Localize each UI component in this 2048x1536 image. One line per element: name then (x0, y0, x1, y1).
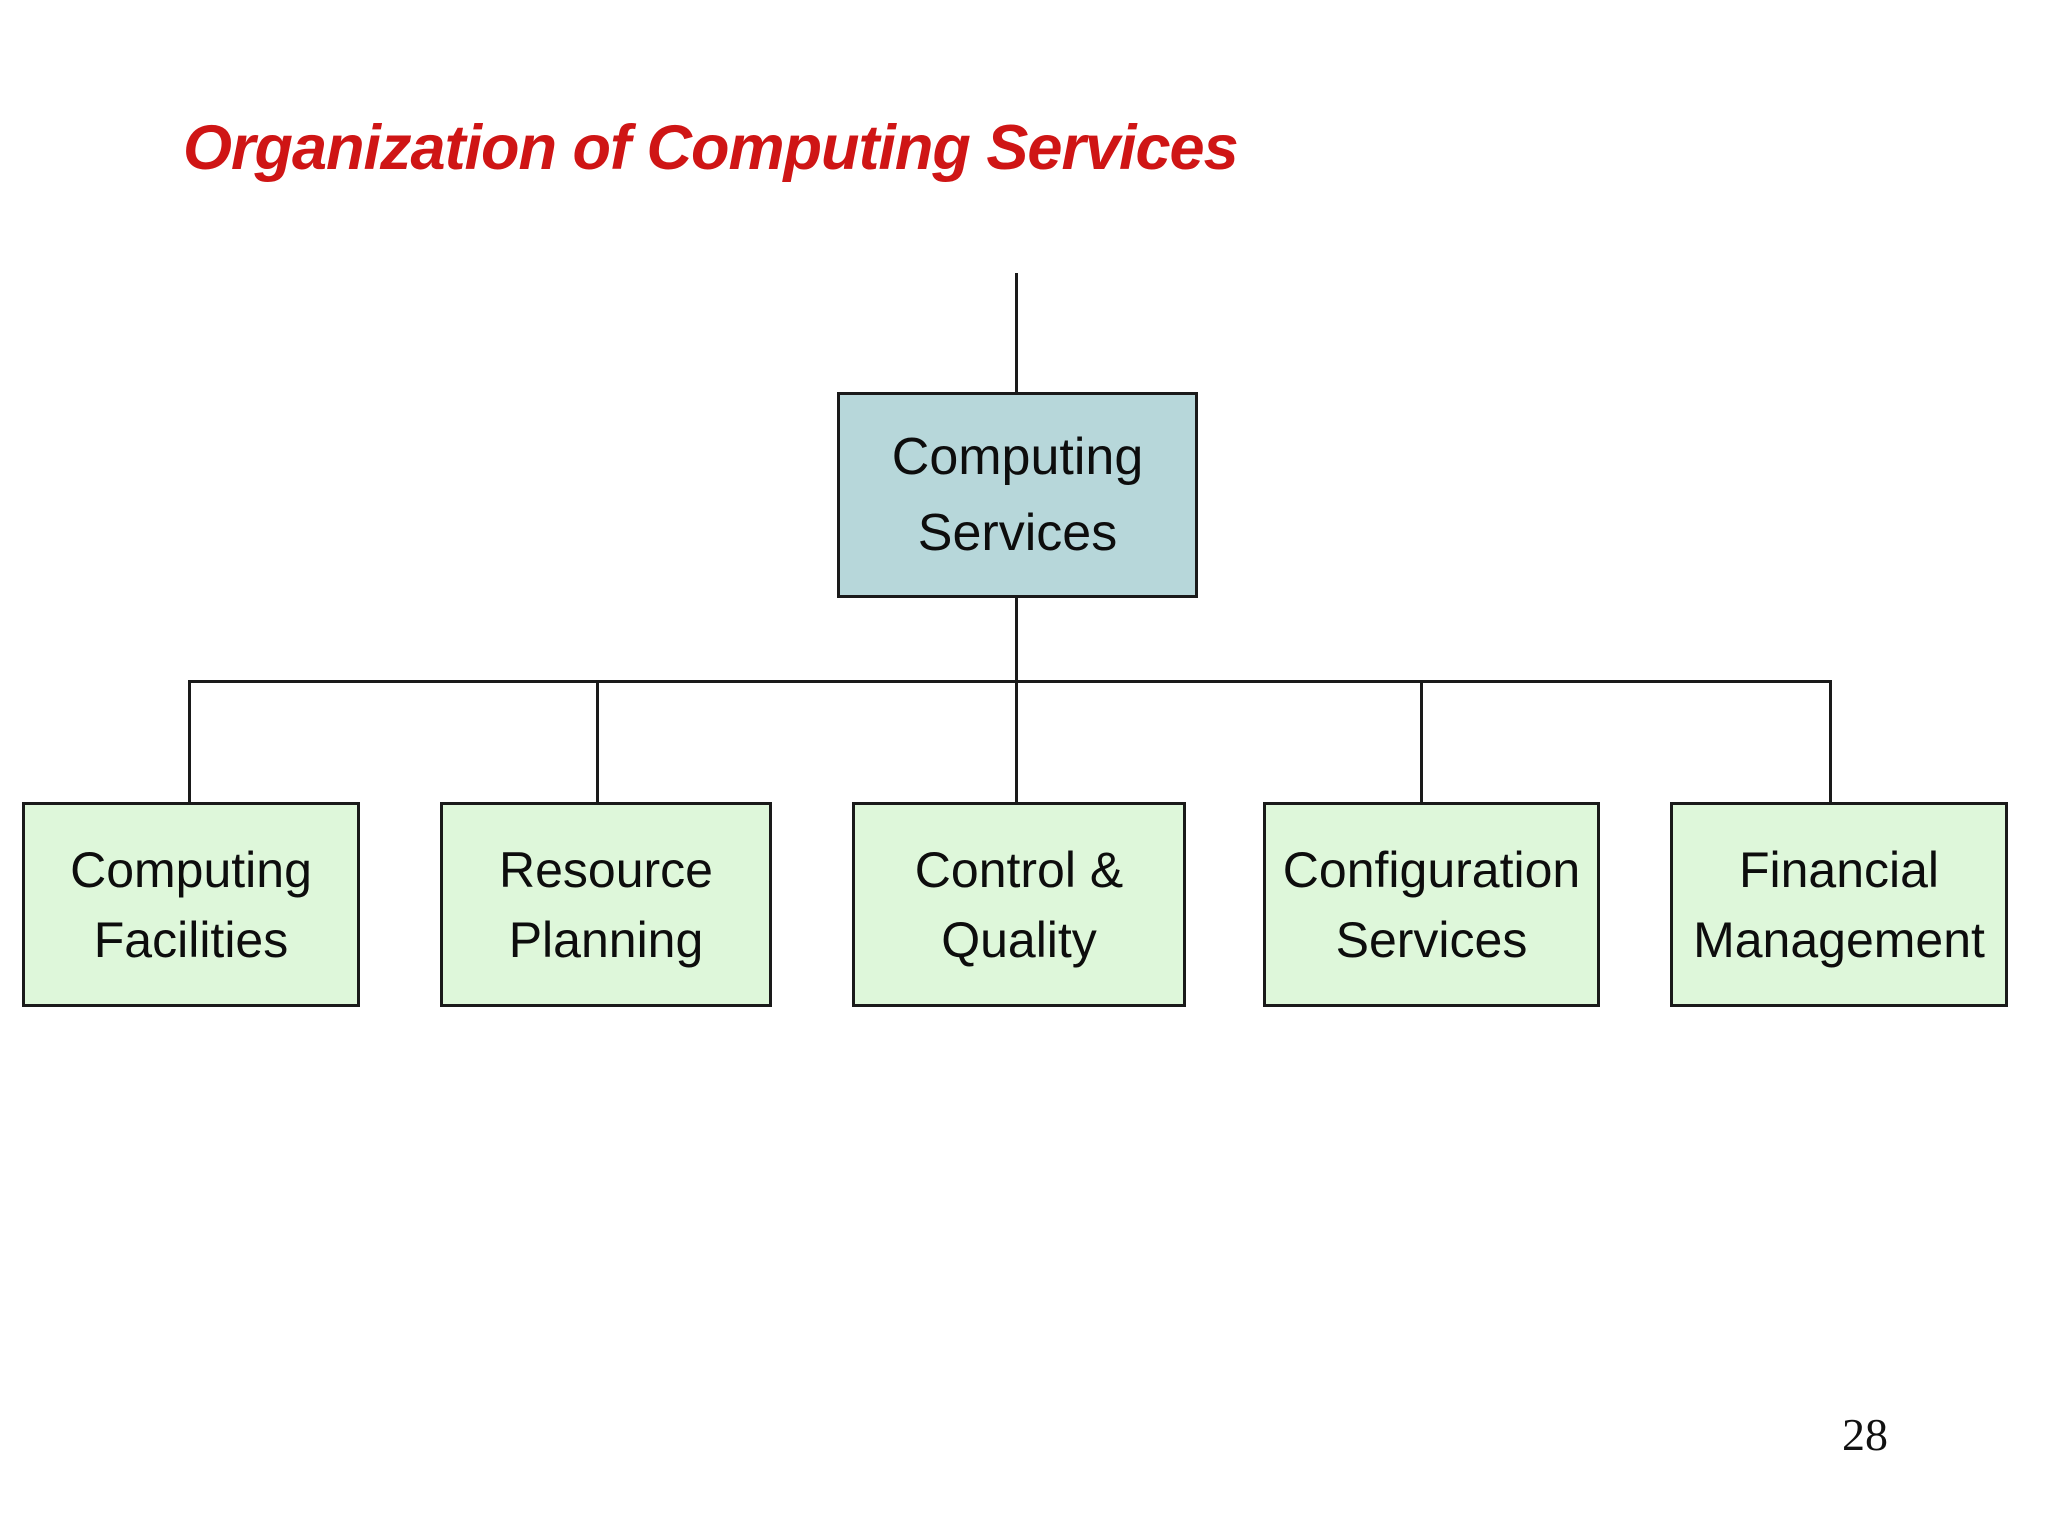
connector-drop-financial-management (1829, 680, 1832, 802)
org-box-label-line: Planning (508, 911, 704, 968)
org-box-label-line: Quality (941, 911, 1097, 968)
org-box-computing-facilities: Computing Facilities (22, 802, 360, 1007)
org-box-label-line: Services (917, 504, 1118, 562)
org-box-label-line: Configuration (1282, 841, 1581, 898)
page-number: 28 (1842, 1409, 1888, 1460)
connector-drop-resource-planning (596, 680, 599, 802)
connector-drop-configuration-services (1420, 680, 1423, 802)
connector-root-drop (1015, 598, 1018, 682)
connector-horizontal-bar (188, 680, 1832, 683)
connector-top-vertical (1015, 273, 1018, 392)
org-box-computing-services: Computing Services (837, 392, 1198, 598)
org-box-label-line: Computing (70, 841, 312, 898)
org-box-label-line: Services (1335, 911, 1528, 968)
org-box-label-line: Computing (891, 428, 1144, 486)
org-box-resource-planning: Resource Planning (440, 802, 772, 1007)
connector-drop-computing-facilities (188, 680, 191, 802)
org-box-label-line: Financial (1738, 841, 1940, 898)
org-box-label-line: Resource (499, 841, 713, 898)
org-box-control-quality: Control & Quality (852, 802, 1186, 1007)
org-box-financial-management: Financial Management (1670, 802, 2008, 1007)
org-box-label-line: Management (1693, 911, 1985, 968)
org-box-label-line: Control & (914, 841, 1124, 898)
org-box-label-line: Facilities (93, 911, 289, 968)
org-box-configuration-services: Configuration Services (1263, 802, 1600, 1007)
slide-title: Organization of Computing Services (183, 113, 1239, 183)
connector-drop-control-quality (1015, 680, 1018, 802)
